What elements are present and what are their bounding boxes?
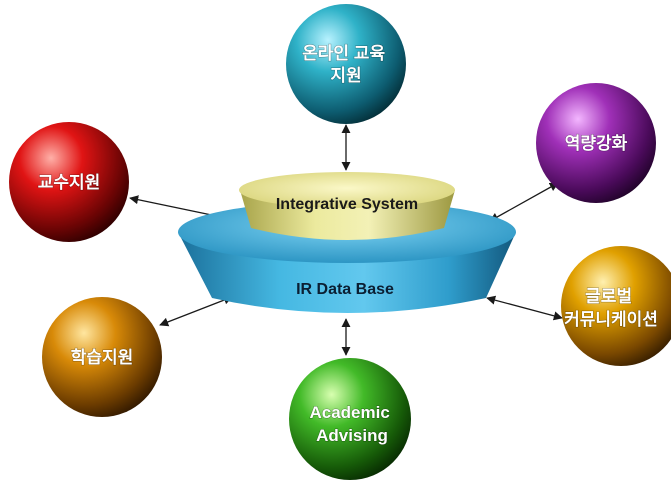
node-competency: 역량강화 — [536, 83, 656, 203]
node-label-line1: Academic — [309, 403, 389, 422]
svg-text:온라인 교육 지원: 온라인 교육 지원 — [302, 44, 390, 85]
svg-text:Academic Advising: Academic Advising — [309, 403, 394, 445]
integrative-system-disc: Integrative System — [239, 172, 455, 240]
node-global-communication: 글로벌 커뮤니케이션 — [561, 246, 671, 366]
arrow-learning — [159, 295, 233, 327]
svg-text:역량강화: 역량강화 — [565, 134, 628, 153]
node-label-line1: 온라인 교육 — [302, 44, 385, 63]
node-label-line2: 커뮤니케이션 — [564, 310, 658, 329]
svg-text:교수지원: 교수지원 — [38, 173, 101, 192]
arrow-competency — [489, 182, 559, 222]
node-label-line1: 학습지원 — [71, 348, 134, 367]
node-faculty: 교수지원 — [9, 122, 129, 242]
arrow-global — [486, 295, 563, 321]
node-label-line1: 역량강화 — [565, 134, 628, 153]
node-label-line2: 지원 — [330, 66, 361, 85]
svg-text:학습지원: 학습지원 — [71, 348, 134, 367]
top-label: Integrative System — [276, 196, 418, 213]
node-online-education: 온라인 교육 지원 — [286, 4, 406, 124]
svg-text:글로벌 커뮤니케이션: 글로벌 커뮤니케이션 — [564, 287, 658, 329]
node-label-line1: 교수지원 — [38, 173, 101, 192]
base-label: IR Data Base — [296, 281, 394, 298]
node-label-line2: Advising — [316, 426, 388, 445]
connectors — [129, 124, 563, 356]
node-learning: 학습지원 — [42, 297, 162, 417]
node-academic-advising: Academic Advising — [289, 358, 411, 480]
node-label-line1: 글로벌 — [585, 287, 632, 306]
